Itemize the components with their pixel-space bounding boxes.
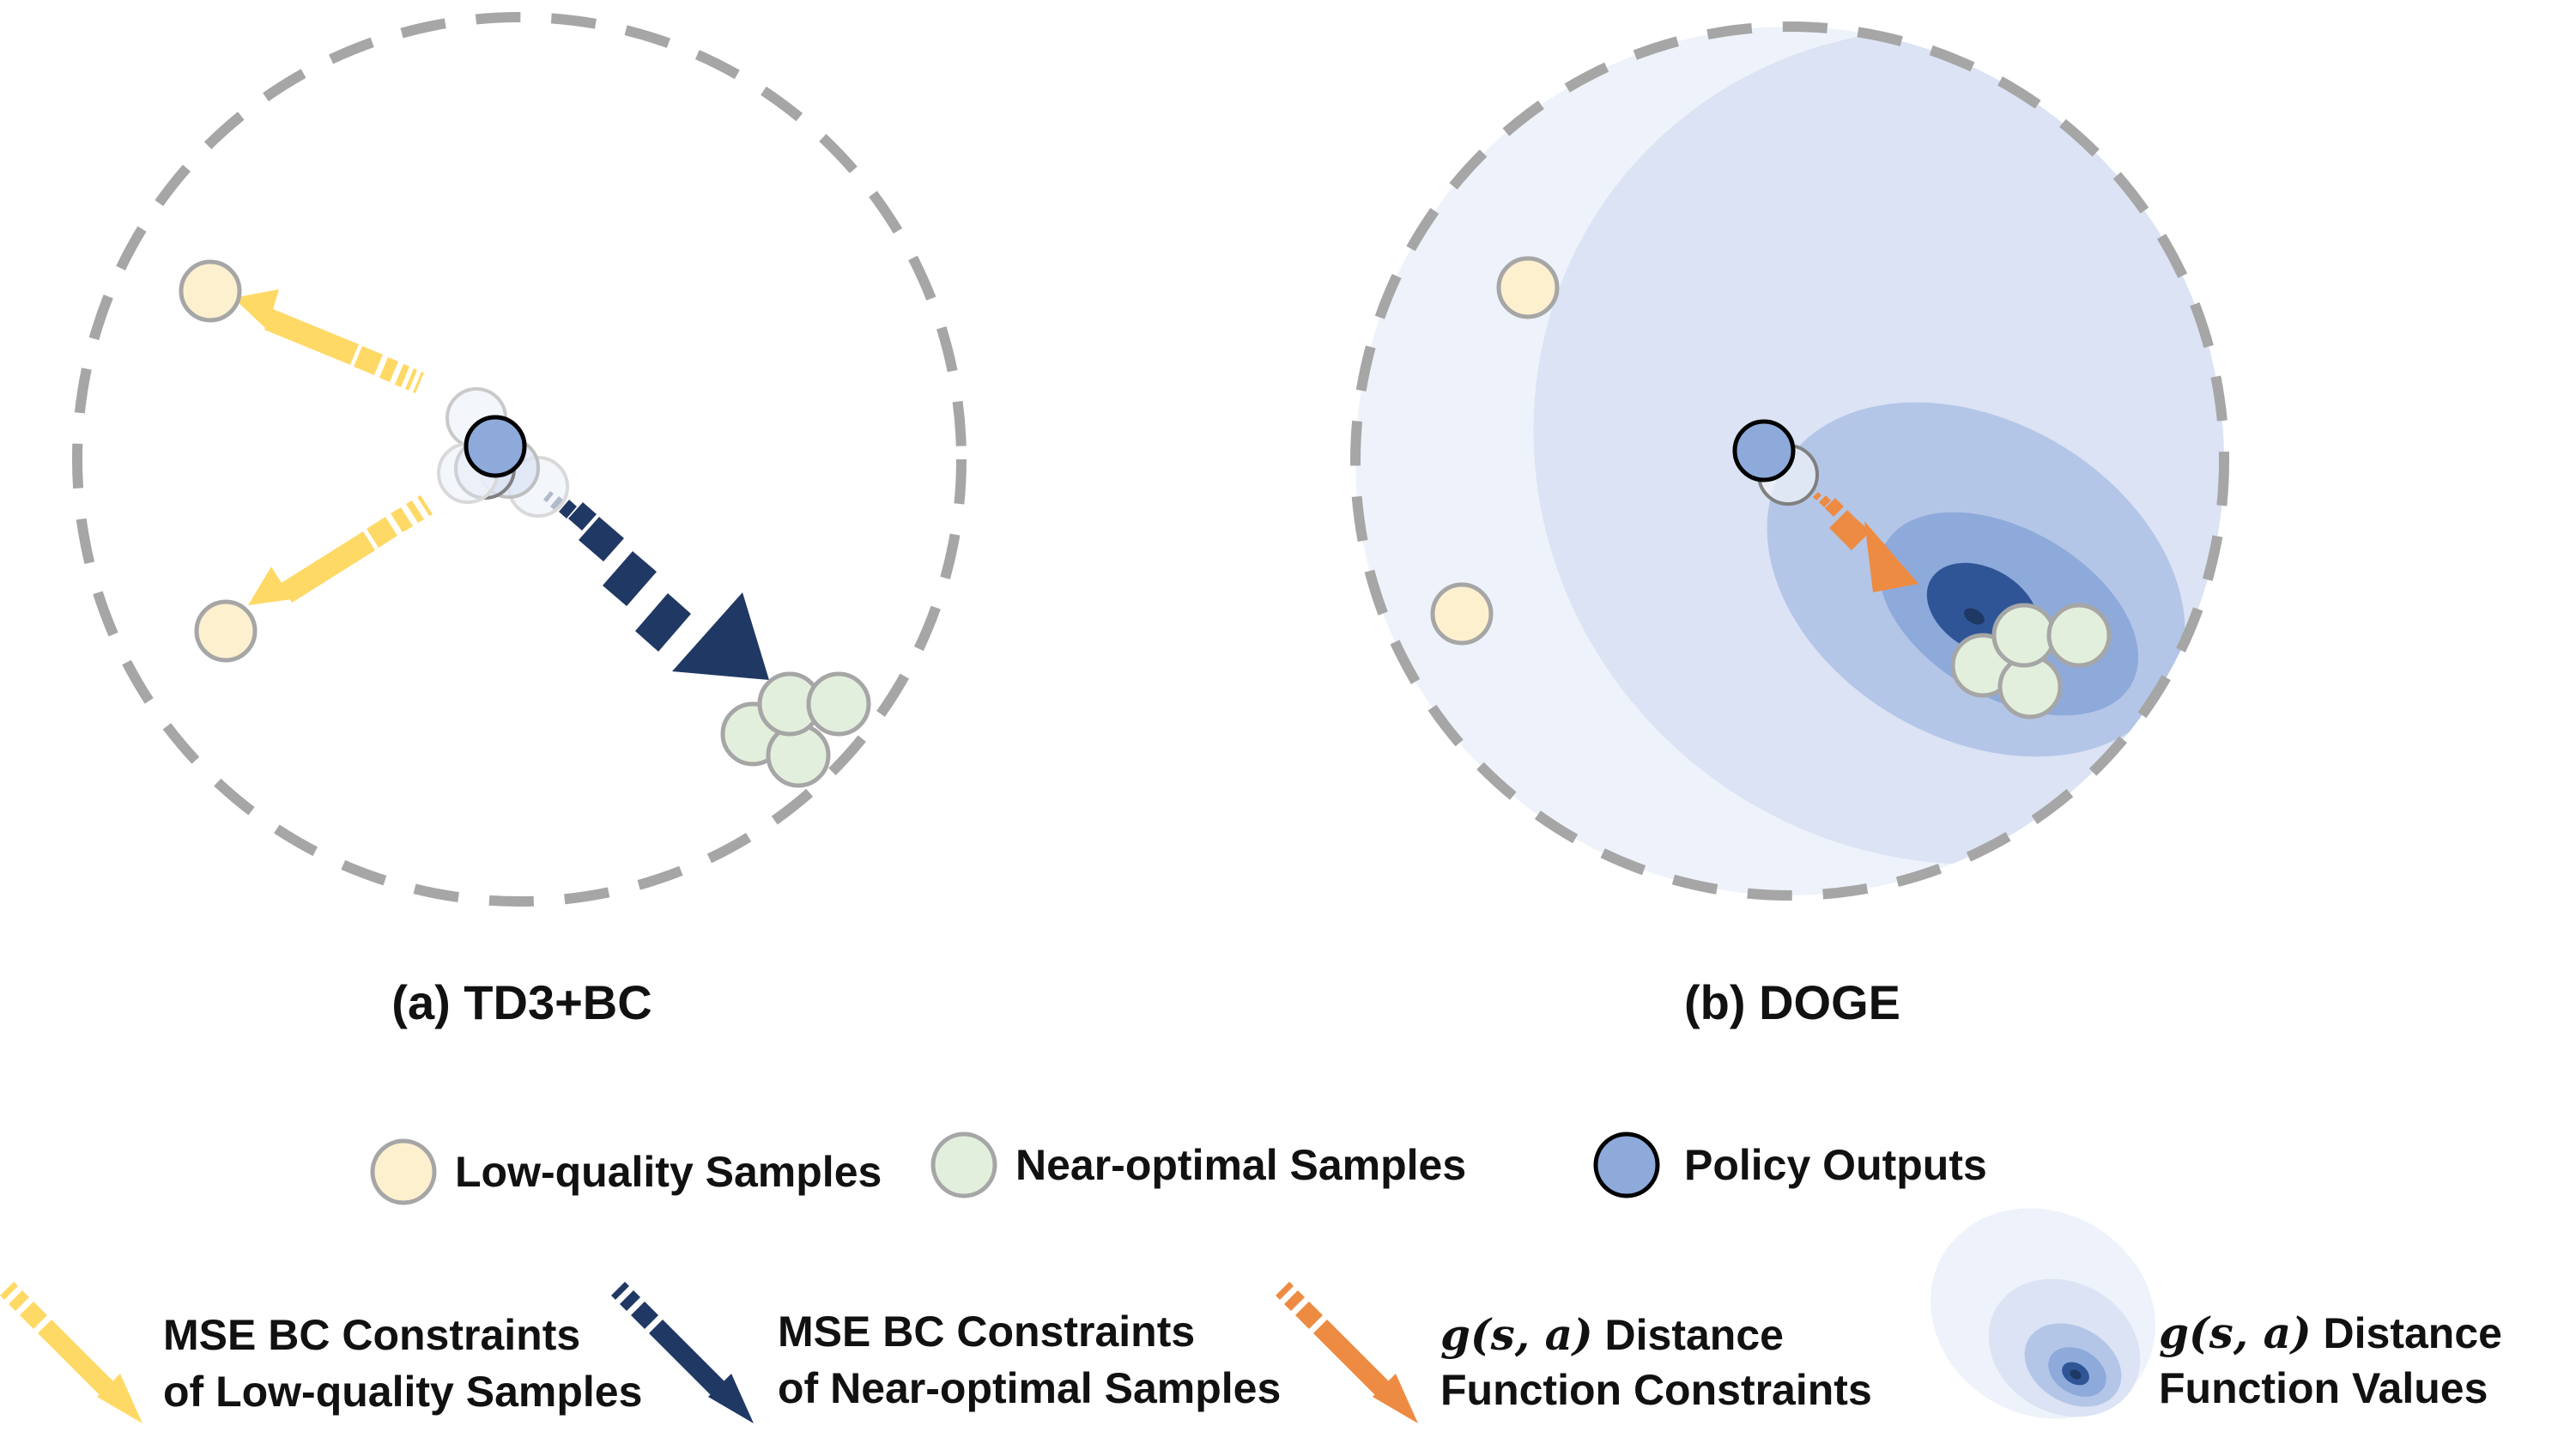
legend-mse-near-line2: of Near-optimal Samples — [778, 1364, 1281, 1412]
legend-low-quality: Low-quality Samples — [370, 1138, 882, 1205]
low-quality-swatch — [370, 1138, 437, 1205]
legend-g-values-line1-text: Distance — [2312, 1309, 2502, 1357]
legend-near-optimal: Near-optimal Samples — [930, 1132, 1466, 1198]
legend-g-constraint-line2: Function Constraints — [1440, 1366, 1872, 1414]
low-quality-sample — [1496, 256, 1560, 319]
legend-g-values: g(s, a) Distance Function Values — [1930, 1208, 2502, 1419]
legend-g-constraint: g(s, a) Distance Function Constraints — [1276, 1282, 1872, 1423]
legend-mse-low: MSE BC Constraints of Low-quality Sample… — [0, 1282, 642, 1423]
policy-output-marker — [464, 415, 527, 478]
legend-near-optimal-label: Near-optimal Samples — [1015, 1141, 1466, 1189]
near-optimal-sample — [1991, 603, 2057, 668]
yellow-arrow-swatch — [0, 1282, 142, 1423]
mse-arrow-near-optimal — [543, 491, 769, 680]
legend-g-values-line1: g(s, a) Distance — [2159, 1308, 2502, 1358]
legend-g-constraint-line1: g(s, a) Distance — [1440, 1309, 1784, 1360]
legend-mse-near: MSE BC Constraints of Near-optimal Sampl… — [611, 1282, 1281, 1423]
low-quality-sample — [194, 599, 258, 663]
mse-arrow-low-quality-upper — [233, 289, 424, 393]
panel-td3bc: (a) TD3+BC — [72, 12, 967, 1029]
policy-output-marker — [1732, 419, 1796, 482]
near-optimal-sample — [806, 671, 871, 737]
legend-mse-low-line1: MSE BC Constraints — [163, 1311, 580, 1359]
near-optimal-sample-cluster — [720, 671, 871, 788]
navy-arrow-swatch — [611, 1282, 754, 1423]
distance-function-constraint-arrow — [1813, 492, 1921, 592]
mse-arrow-low-quality-lower — [248, 495, 433, 605]
support-boundary-circle — [1350, 21, 2229, 901]
legend-mse-low-line2: of Low-quality Samples — [163, 1368, 642, 1416]
legend-g-constraint-line1-text: Distance — [1593, 1311, 1784, 1359]
contour-swatch — [1930, 1208, 2155, 1419]
near-optimal-sample-cluster — [1950, 603, 2112, 719]
panel-doge: (b) DOGE — [1350, 21, 2229, 1029]
near-optimal-swatch — [930, 1132, 997, 1198]
distance-function-symbol: g(s, a) — [1440, 1309, 1593, 1360]
low-quality-sample — [179, 259, 242, 323]
caption-td3bc: (a) TD3+BC — [391, 975, 652, 1029]
distance-function-symbol: g(s, a) — [2159, 1308, 2312, 1358]
low-quality-sample — [1430, 582, 1494, 646]
orange-arrow-swatch — [1276, 1282, 1418, 1423]
caption-doge: (b) DOGE — [1684, 975, 1900, 1029]
legend-policy-label: Policy Outputs — [1684, 1141, 1987, 1189]
legend-low-quality-label: Low-quality Samples — [455, 1148, 882, 1196]
near-optimal-sample — [2046, 603, 2112, 668]
legend-policy: Policy Outputs — [1593, 1132, 1987, 1198]
support-boundary-circle — [72, 12, 967, 907]
policy-swatch — [1593, 1132, 1660, 1198]
distance-function-contours — [1355, 27, 2224, 895]
legend-g-values-line2: Function Values — [2159, 1364, 2488, 1412]
legend-mse-near-line1: MSE BC Constraints — [778, 1308, 1195, 1356]
